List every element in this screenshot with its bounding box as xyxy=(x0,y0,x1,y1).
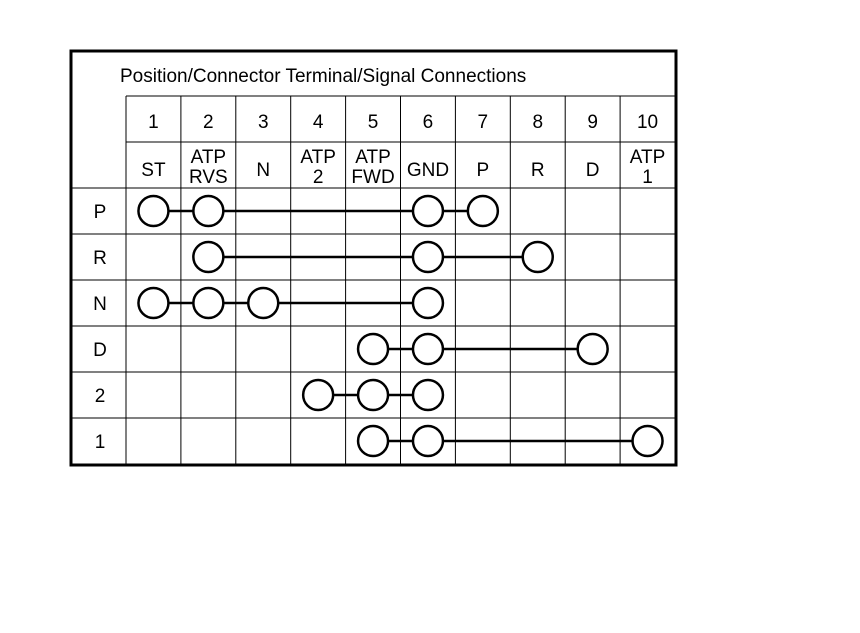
position-label: R xyxy=(93,248,107,269)
position-label: N xyxy=(93,294,107,315)
position-label: P xyxy=(94,202,107,223)
connection-node xyxy=(411,332,445,366)
connection-node xyxy=(411,424,445,458)
terminal-number: 5 xyxy=(368,112,379,133)
position-label: D xyxy=(93,340,107,361)
signal-label: 1 xyxy=(642,167,653,188)
table-grid xyxy=(69,49,678,467)
connection-node xyxy=(576,332,609,366)
position-rows: P R N D 2 1 xyxy=(93,202,107,453)
connection-node xyxy=(137,194,170,228)
signal-label: RVS xyxy=(189,167,228,188)
outer-border xyxy=(69,49,678,467)
terminal-number: 3 xyxy=(258,112,269,133)
terminal-number: 8 xyxy=(532,112,543,133)
signal-label: ATP xyxy=(630,147,666,168)
terminal-number: 10 xyxy=(637,112,658,133)
signal-label: D xyxy=(586,160,600,181)
connection-node xyxy=(247,286,280,320)
position-label: 2 xyxy=(95,386,106,407)
signal-label: FWD xyxy=(351,167,394,188)
terminal-number: 9 xyxy=(587,112,598,133)
signal-label: R xyxy=(531,160,545,181)
connection-node xyxy=(192,240,225,274)
connection-row xyxy=(137,286,445,320)
signal-label: ATP xyxy=(355,147,391,168)
signal-label: ATP xyxy=(191,147,227,168)
connection-node xyxy=(356,378,390,412)
connection-node xyxy=(631,424,664,458)
signal-label: P xyxy=(477,160,490,181)
connection-row xyxy=(192,240,554,274)
connection-node xyxy=(192,286,225,320)
signal-label: N xyxy=(256,160,270,181)
connection-node xyxy=(466,194,500,228)
connections xyxy=(137,194,664,458)
connection-node xyxy=(411,240,445,274)
connection-node xyxy=(411,194,445,228)
connection-node xyxy=(521,240,554,274)
connection-row xyxy=(356,424,664,458)
connection-node xyxy=(137,286,170,320)
signal-label: ST xyxy=(141,160,166,181)
connection-node xyxy=(301,378,335,412)
terminal-number: 7 xyxy=(478,112,489,133)
terminal-number: 4 xyxy=(313,112,324,133)
signal-label: 2 xyxy=(313,167,324,188)
connection-node xyxy=(411,286,445,320)
connection-row xyxy=(356,332,609,366)
terminal-number: 1 xyxy=(148,112,159,133)
connection-node xyxy=(192,194,225,228)
connection-row xyxy=(301,378,445,412)
signal-label: ATP xyxy=(300,147,336,168)
terminal-number: 2 xyxy=(203,112,214,133)
terminal-number: 6 xyxy=(423,112,434,133)
connection-node xyxy=(356,332,390,366)
connection-row xyxy=(137,194,500,228)
position-label: 1 xyxy=(95,432,106,453)
chart-title: Position/Connector Terminal/Signal Conne… xyxy=(120,66,526,87)
connection-node xyxy=(411,378,445,412)
signal-label: GND xyxy=(407,160,449,181)
connection-node xyxy=(356,424,390,458)
